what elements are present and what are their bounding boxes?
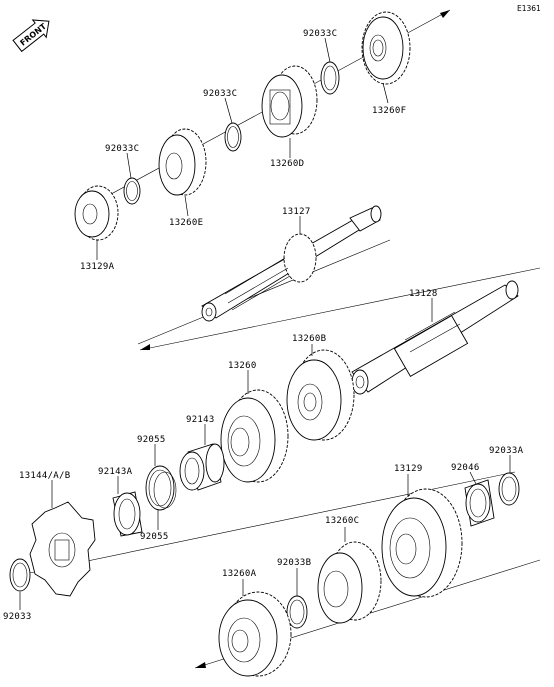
label-92143A: 92143A (98, 467, 133, 477)
label-92033C-mid: 92033C (203, 89, 237, 99)
gear-13260B (286, 349, 355, 441)
leader-lines (19, 37, 511, 610)
shaft-axis-line (139, 267, 541, 351)
label-92033: 92033 (3, 612, 32, 622)
circlip-92033 (9, 558, 31, 592)
label-92033B: 92033B (277, 558, 311, 568)
bushing-92143A (112, 491, 143, 537)
gear-13129 (381, 488, 463, 598)
gear-13260 (220, 389, 289, 483)
gear-13260F (361, 11, 411, 85)
label-92033A: 92033A (489, 446, 524, 456)
lower-axis-arrow (195, 662, 206, 668)
shaft-13127 (201, 205, 382, 322)
label-13260C: 13260C (325, 516, 359, 526)
circlip-92033A (498, 472, 520, 506)
label-13129: 13129 (394, 464, 423, 474)
sprocket-13144 (29, 501, 96, 597)
circlip-92033C-left (123, 177, 141, 205)
shaft-13128 (351, 280, 519, 395)
label-13144AB: 13144/A/B (19, 471, 70, 481)
label-92055-top: 92055 (137, 435, 166, 445)
label-13260D: 13260D (270, 159, 304, 169)
gear-13260E (158, 128, 207, 196)
mainshaft-axis-line (137, 239, 391, 345)
diagram-code: E1361 (517, 4, 541, 13)
gear-13260D (261, 65, 318, 138)
upper-axis-arrow (440, 10, 450, 18)
label-92033C-top: 92033C (303, 29, 337, 39)
label-92033C-left: 92033C (105, 144, 139, 154)
shaft-axis-arrow-left (140, 344, 150, 350)
label-92046: 92046 (451, 463, 480, 473)
lower-left-axis-line (19, 471, 516, 576)
label-13260A: 13260A (222, 569, 257, 579)
label-92055-bottom: 92055 (140, 532, 169, 542)
gear-13260C (317, 541, 382, 624)
circlip-92033C-mid (224, 122, 242, 152)
label-13128: 13128 (409, 289, 438, 299)
gear-13260A (218, 591, 292, 677)
rings-92055 (145, 465, 177, 511)
needle-bearing-92046 (464, 479, 495, 527)
label-92143: 92143 (186, 415, 215, 425)
bushing-92143 (179, 443, 225, 491)
gear-13129A (74, 185, 119, 241)
label-13129A: 13129A (80, 262, 115, 272)
label-13260E: 13260E (169, 218, 203, 228)
label-13127: 13127 (282, 207, 311, 217)
label-13260: 13260 (228, 361, 257, 371)
circlip-92033C-top (320, 61, 340, 95)
front-direction-icon: FRONT (12, 19, 50, 53)
label-13260F: 13260F (372, 106, 406, 116)
label-13260B: 13260B (292, 334, 326, 344)
